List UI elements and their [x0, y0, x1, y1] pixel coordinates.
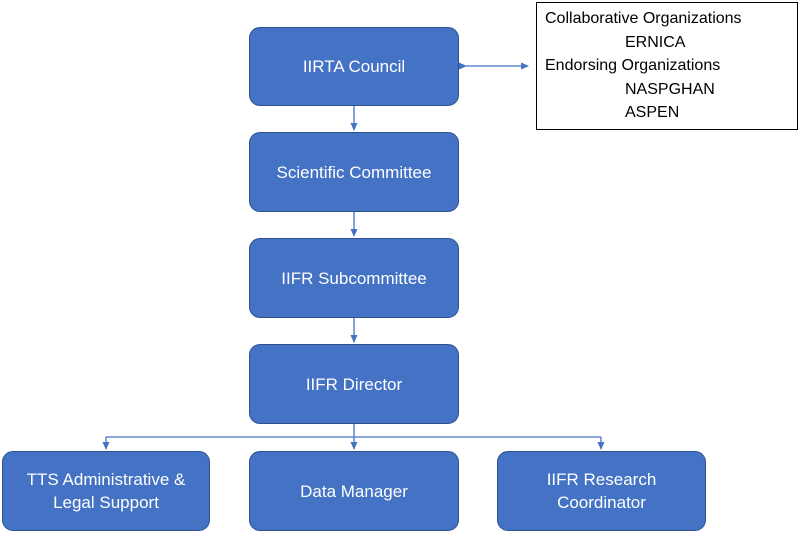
node-label: Scientific Committee: [276, 162, 432, 182]
node-label: IIRTA Council: [302, 57, 406, 76]
node-data-manager: Data Manager: [249, 451, 459, 531]
collaborative-organization-item: ERNICA: [625, 33, 686, 51]
endorsing-organization-item: NASPGHAN: [625, 80, 715, 98]
node-iifr-subcommittee: IIFR Subcommittee: [249, 238, 459, 318]
node-label-line-2: Legal Support: [53, 493, 159, 512]
node-label-line-2: Coordinator: [557, 493, 646, 512]
node-label: IIFR Subcommittee: [281, 268, 427, 288]
endorsing-organizations-heading: Endorsing Organizations: [545, 57, 721, 74]
node-scientific-committee: Scientific Committee: [249, 132, 459, 212]
node-iifr-research-coordinator: IIFR Research Coordinator: [497, 451, 706, 531]
organizations-box: Collaborative Organizations ERNICA Endor…: [536, 2, 798, 130]
collaborative-organizations-heading: Collaborative Organizations: [545, 10, 742, 27]
endorsing-organization-item: ASPEN: [625, 104, 680, 121]
node-tts-administrative-legal-support: TTS Administrative & Legal Support: [2, 451, 210, 531]
node-label-line-1: IIFR Research: [546, 470, 657, 489]
node-label-line-1: TTS Administrative &: [26, 470, 186, 489]
node-label: Data Manager: [300, 481, 408, 501]
node-iifr-director: IIFR Director: [249, 344, 459, 424]
node-label: IIFR Director: [305, 374, 403, 394]
node-iirta-council: IIRTA Council: [249, 27, 459, 106]
